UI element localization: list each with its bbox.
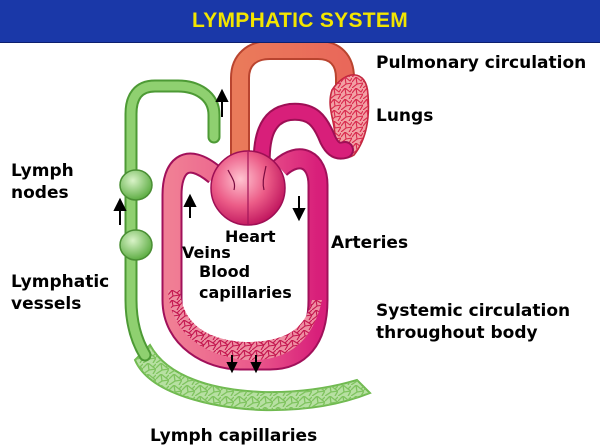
label-lymph-capillaries: Lymph capillaries: [150, 426, 317, 446]
label-pulmonary-circulation: Pulmonary circulation: [376, 53, 586, 73]
arrow-up-veins: [185, 196, 195, 218]
label-blood-capillaries-line1: Blood: [199, 262, 250, 282]
label-systemic-circulation-line1: Systemic circulation: [376, 301, 570, 321]
arrow-down-arteries: [294, 196, 304, 219]
label-veins: Veins: [182, 243, 231, 263]
label-heart: Heart: [225, 227, 276, 247]
lymph-node-upper: [120, 170, 152, 200]
title-bar: LYMPHATIC SYSTEM: [0, 0, 600, 43]
heart: [211, 151, 285, 225]
page-title: LYMPHATIC SYSTEM: [192, 9, 408, 33]
label-lymph-nodes-line2: nodes: [11, 183, 69, 203]
label-systemic-circulation-line2: throughout body: [376, 323, 538, 343]
label-blood-capillaries-line2: capillaries: [199, 283, 292, 303]
label-lymph-nodes-line1: Lymph: [11, 161, 74, 181]
label-lymphatic-vessels-line2: vessels: [11, 294, 81, 314]
arrow-up-lymph: [115, 200, 125, 225]
label-arteries: Arteries: [331, 233, 408, 253]
label-lymphatic-vessels-line1: Lymphatic: [11, 272, 109, 292]
label-lungs: Lungs: [376, 106, 433, 126]
lymph-node-lower: [120, 230, 152, 260]
